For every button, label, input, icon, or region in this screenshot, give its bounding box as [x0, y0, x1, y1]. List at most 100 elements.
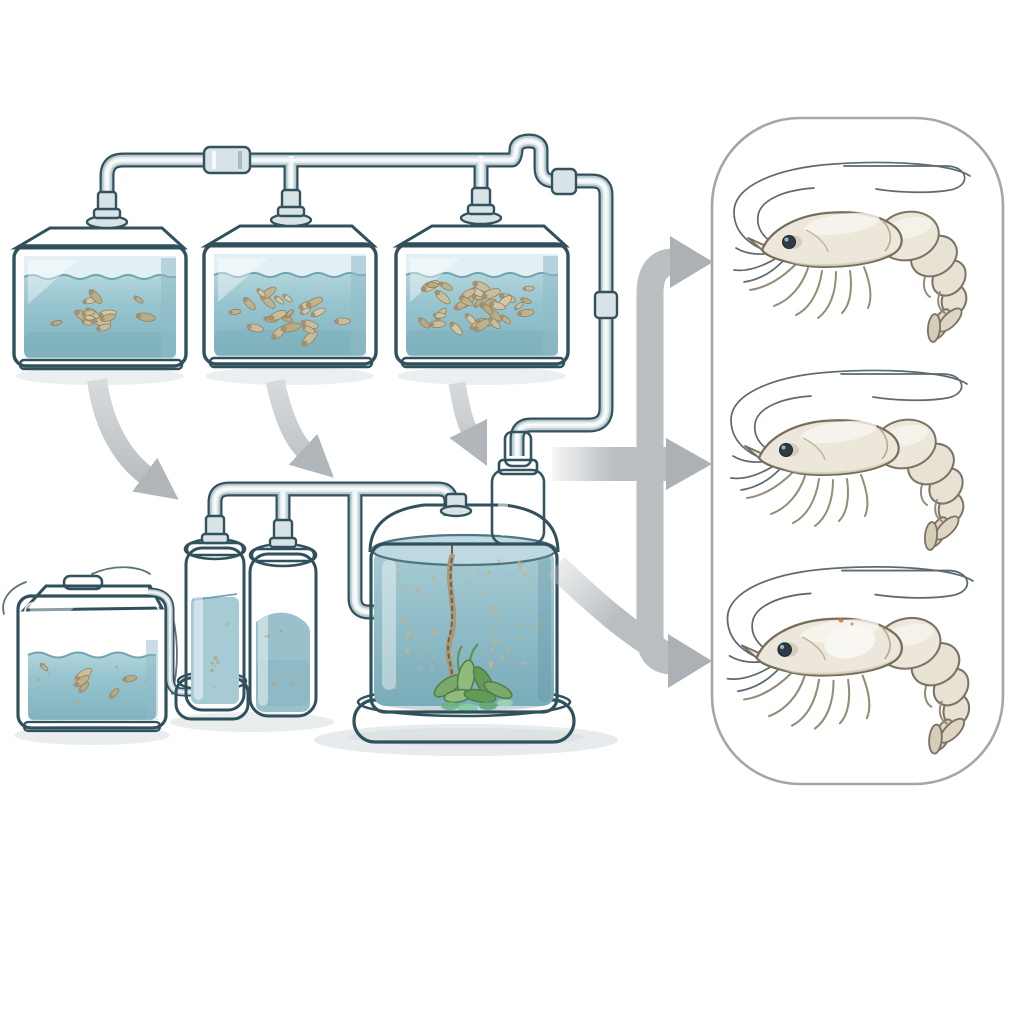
larva	[488, 317, 501, 330]
particle	[507, 647, 512, 652]
particle	[514, 637, 519, 641]
canister-1-flecks	[210, 622, 229, 688]
canister-fittings	[200, 514, 298, 549]
particle	[432, 630, 436, 635]
particle	[488, 661, 493, 666]
particle	[540, 621, 545, 626]
particle	[225, 622, 229, 626]
particle	[215, 660, 220, 665]
larva	[284, 309, 294, 318]
particle	[432, 576, 437, 580]
larva	[96, 323, 112, 332]
particle	[75, 700, 80, 705]
particle	[300, 676, 303, 679]
particle	[403, 587, 408, 591]
larva	[82, 314, 95, 321]
particle	[467, 581, 470, 584]
larva	[429, 320, 446, 329]
particle	[492, 639, 498, 644]
larva	[449, 321, 463, 336]
larva	[500, 314, 511, 325]
particle	[210, 661, 214, 665]
particle	[518, 625, 522, 629]
holding-tank-lid	[62, 574, 104, 591]
particle	[542, 616, 545, 620]
particle	[534, 626, 540, 631]
particle	[476, 569, 480, 573]
larva	[432, 312, 446, 319]
particle	[420, 592, 424, 596]
flow-arrowhead-middle	[666, 438, 712, 490]
aquatic-plant	[433, 643, 513, 713]
particle	[493, 612, 495, 614]
particle	[413, 635, 418, 639]
tank-inlet-fitting-1	[85, 190, 129, 230]
larva	[517, 308, 535, 318]
larva	[133, 295, 144, 304]
larva	[135, 312, 156, 322]
particle	[396, 564, 400, 568]
larva	[513, 301, 524, 311]
particle	[74, 678, 78, 682]
filter-canister-2	[248, 542, 318, 718]
particle	[418, 667, 421, 670]
particle	[112, 680, 115, 683]
particle	[399, 619, 404, 624]
pipe-coupling	[593, 290, 619, 320]
larva	[228, 308, 242, 315]
larva	[100, 313, 116, 322]
particle	[459, 593, 461, 595]
larva	[81, 319, 93, 326]
particle	[518, 563, 523, 569]
particle	[37, 687, 40, 690]
harvest-shrimp-3	[726, 565, 977, 756]
larva	[434, 289, 451, 305]
particle	[497, 559, 501, 563]
particle	[420, 654, 423, 658]
particle	[428, 597, 431, 600]
grow-out-vessel	[352, 430, 576, 744]
particle	[291, 683, 295, 687]
holding-tank-particles	[36, 662, 147, 710]
particle	[523, 572, 527, 577]
tank-inlet-fitting-2	[269, 188, 313, 228]
particle	[214, 664, 217, 667]
particle	[36, 678, 40, 682]
overhead-supply-pipe	[107, 141, 619, 456]
holding-tank	[2, 566, 178, 733]
particle	[491, 609, 495, 613]
larva	[280, 322, 302, 333]
flow-arrows	[547, 236, 713, 688]
particle	[489, 630, 495, 635]
larva	[425, 281, 439, 289]
flow-arrowhead-top	[670, 236, 713, 288]
particle	[49, 701, 52, 705]
particle	[490, 646, 495, 652]
particle	[397, 577, 401, 580]
transfer-arrow-3	[448, 381, 487, 466]
larva	[246, 323, 264, 333]
flow-arrowhead-bottom	[668, 634, 712, 688]
transfer-arrow-2	[265, 378, 334, 478]
particle	[535, 584, 538, 587]
larva	[458, 295, 473, 307]
larva	[256, 288, 266, 298]
transfer-arrows	[87, 378, 487, 500]
larva	[39, 662, 49, 672]
particle	[404, 648, 410, 653]
particle	[511, 588, 515, 591]
canister-fitting-2	[268, 518, 298, 549]
larva	[88, 289, 103, 304]
larvae-swarm-1	[50, 289, 156, 332]
particle	[519, 586, 521, 589]
larva	[108, 688, 120, 699]
transfer-arrow-1	[87, 378, 179, 500]
larva	[268, 309, 287, 321]
particle	[428, 644, 431, 647]
particle	[397, 573, 401, 577]
particle	[500, 656, 505, 661]
particle	[115, 665, 119, 669]
particle	[486, 570, 492, 575]
